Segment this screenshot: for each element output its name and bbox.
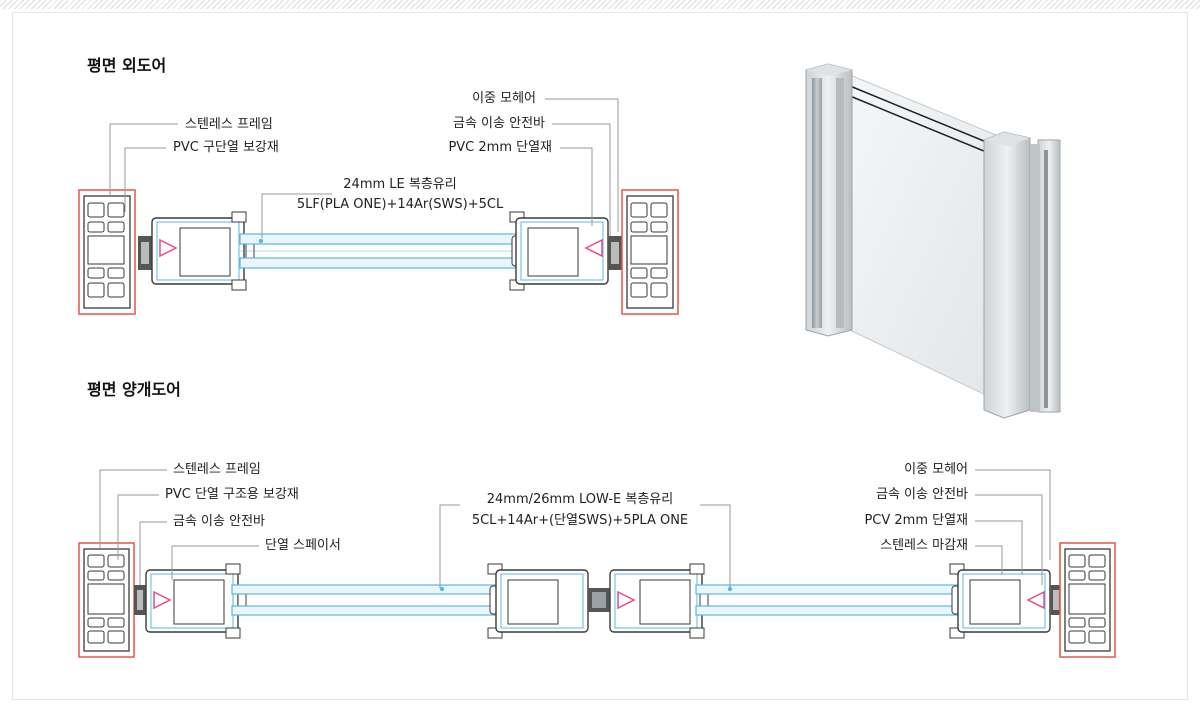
label-metal-bar: 금속 이송 안전바 xyxy=(453,116,545,131)
glass-unit-single xyxy=(239,233,517,269)
left-sash-double xyxy=(145,563,247,639)
center-left-sash xyxy=(487,563,589,639)
label-d-double-mohair: 이중 모헤어 xyxy=(904,462,968,477)
double-door-title: 평면 양개도어 xyxy=(87,380,181,399)
left-sash-single xyxy=(151,211,255,291)
label-d-metal-bar-left: 금속 이송 안전바 xyxy=(173,514,265,529)
glass-unit-double-left xyxy=(231,584,497,616)
center-right-sash xyxy=(609,563,709,639)
door-3d-render xyxy=(805,63,1061,419)
label-double-mohair: 이중 모헤어 xyxy=(472,91,536,106)
single-door-title: 평면 외도어 xyxy=(87,56,167,75)
right-frame-single xyxy=(621,189,679,315)
single-door-plan xyxy=(78,98,679,315)
label-d-glass-title: 24mm/26mm LOW-E 복층유리 xyxy=(486,492,674,507)
label-stainless-frame: 스텐레스 프레임 xyxy=(185,117,273,132)
right-sash-double xyxy=(949,563,1051,639)
label-d-metal-bar-right: 금속 이송 안전바 xyxy=(876,487,968,502)
label-d-stainless-finish: 스텐레스 마감재 xyxy=(880,538,968,553)
label-d-thermal-spacer: 단열 스페이서 xyxy=(265,538,341,553)
double-door-plan xyxy=(78,469,1116,658)
label-pvc-thermal: PVC 2mm 단열재 xyxy=(448,140,552,155)
label-pvc-reinforce: PVC 구단열 보강재 xyxy=(173,140,279,155)
left-frame-single xyxy=(78,189,136,315)
label-glass-title: 24mm LE 복층유리 xyxy=(343,177,457,192)
content-panel xyxy=(12,12,1188,700)
right-frame-double xyxy=(1059,542,1116,658)
label-d-pcv-thermal: PCV 2mm 단열재 xyxy=(864,513,968,528)
top-hatch-band xyxy=(0,0,1200,9)
label-d-glass-spec: 5CL+14Ar+(단열SWS)+5PLA ONE xyxy=(471,513,689,528)
label-d-pvc-reinforce: PVC 단열 구조용 보강재 xyxy=(165,487,299,502)
leader-lines-single xyxy=(109,98,619,238)
glass-unit-double-right xyxy=(695,584,959,616)
leader-lines-double xyxy=(99,469,1051,588)
label-glass-spec: 5LF(PLA ONE)+14Ar(SWS)+5CL xyxy=(296,197,504,212)
label-d-stainless-frame: 스텐레스 프레임 xyxy=(173,462,261,477)
left-frame-double xyxy=(78,542,135,658)
right-sash-single xyxy=(509,211,609,291)
